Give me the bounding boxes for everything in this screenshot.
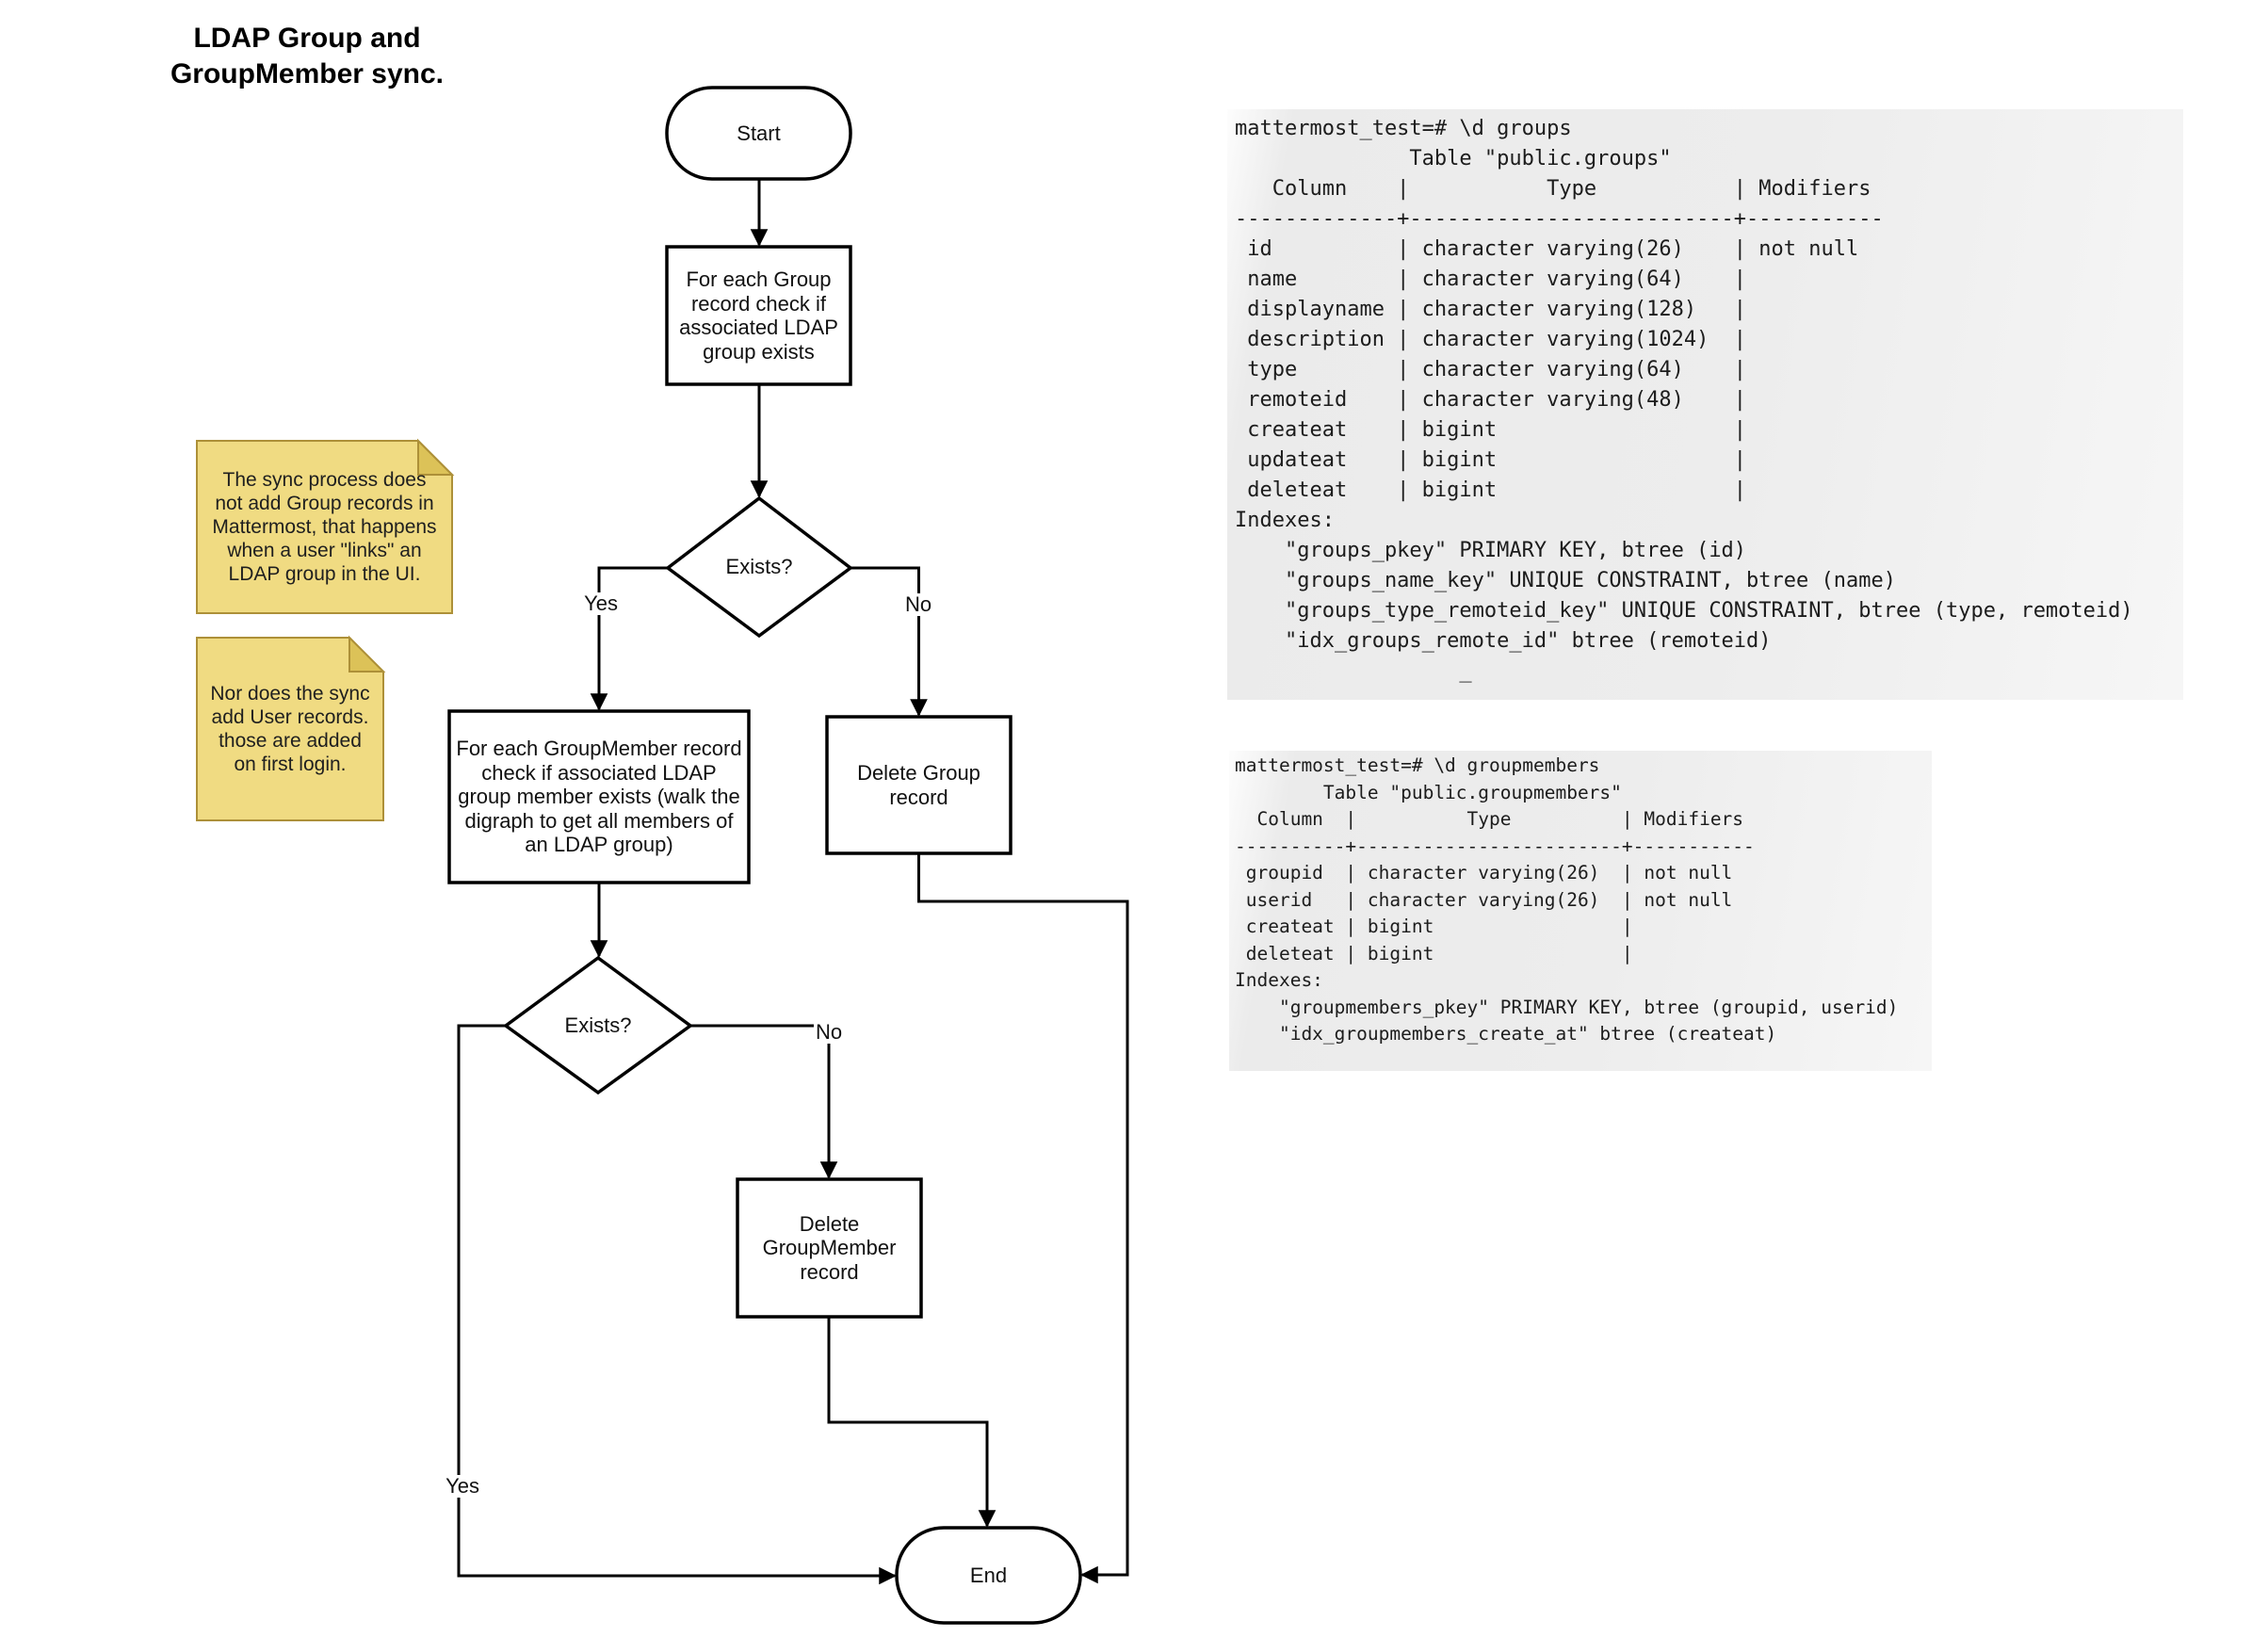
sticky-note-2-shape [196,637,384,821]
exists2-decision-node [503,955,693,1095]
edge-exists1-yes [590,566,668,711]
exists1-yes-label: Yes [563,592,620,615]
edge-exists2-yes-to-end [457,1024,897,1585]
check-group-node [665,245,852,386]
psql-groupmembers-table-output: mattermost_test=# \d groupmembers Table … [1229,751,1932,1071]
end-node [895,1526,1082,1625]
psql-groups-table-output: mattermost_test=# \d groups Table "publi… [1227,109,2183,700]
edge-exists1-no [850,566,928,717]
start-node [665,86,852,181]
exists1-no-label: No [903,592,934,616]
sticky-note-1-fold [417,438,455,476]
check-groupmember-node [447,709,751,884]
edge-deletegroupmember-to-end [827,1317,996,1528]
edge-deletegroup-to-end [917,853,1129,1584]
delete-groupmember-node [736,1177,923,1319]
delete-group-node [825,715,1012,855]
exists2-yes-label: Yes [425,1475,481,1498]
page-title: LDAP Group and GroupMember sync. [170,23,445,89]
exists2-no-label: No [814,1020,845,1044]
sticky-note-1-shape [196,440,453,614]
edge-exists2-no [690,1024,838,1179]
exists1-decision-node [665,495,853,639]
sticky-note-2-fold [348,635,386,673]
